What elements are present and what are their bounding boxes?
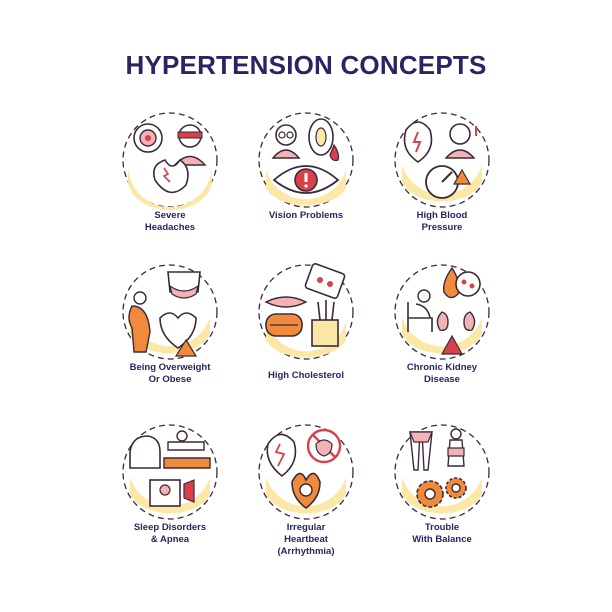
overweight-icon: [122, 264, 218, 360]
blood-pressure-icon: [394, 112, 490, 208]
concept-label: High Blood Pressure: [416, 210, 468, 233]
concept-label: Sleep Disorders & Apnea: [133, 522, 207, 545]
concept-label: Being Overweight Or Obese: [129, 362, 211, 385]
concept-tile-balance: Trouble With Balance: [352, 422, 532, 572]
kidney-icon: [394, 264, 490, 360]
concept-label: Irregular Heartbeat (Arrhythmia): [277, 522, 335, 557]
vision-icon: [258, 112, 354, 208]
concept-tile-vision: Vision Problems: [216, 110, 396, 260]
cholesterol-icon: [258, 263, 354, 360]
concept-tile-sleep: Sleep Disorders & Apnea: [80, 422, 260, 572]
concept-label: Trouble With Balance: [412, 522, 472, 545]
page-title: HYPERTENSION CONCEPTS: [125, 50, 487, 80]
sleep-icon: [122, 424, 218, 520]
concept-tile-blood-pressure: High Blood Pressure: [352, 110, 532, 260]
concept-tile-overweight: Being Overweight Or Obese: [80, 262, 260, 412]
concept-tile-headaches: Severe Headaches: [80, 110, 260, 260]
heartbeat-icon: [258, 424, 354, 520]
concept-tile-heartbeat: Irregular Heartbeat (Arrhythmia): [216, 422, 396, 572]
concept-label: High Cholesterol: [267, 370, 344, 381]
concept-label: Chronic Kidney Disease: [406, 362, 478, 385]
concept-tile-kidney: Chronic Kidney Disease: [352, 262, 532, 412]
concept-tile-cholesterol: High Cholesterol: [216, 262, 396, 412]
balance-icon: [394, 424, 490, 520]
concept-label: Vision Problems: [268, 210, 344, 221]
concept-label: Severe Headaches: [144, 210, 196, 233]
headache-icon: [122, 112, 218, 210]
